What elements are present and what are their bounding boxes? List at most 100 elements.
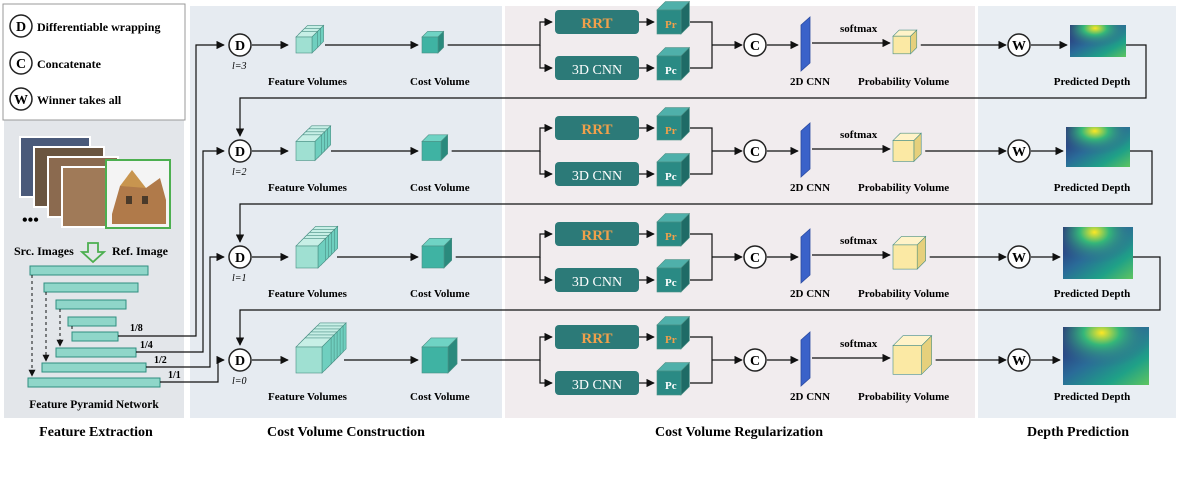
section-labels: Feature Extraction Cost Volume Construct… xyxy=(39,425,1129,440)
softmax-label: softmax xyxy=(840,235,878,247)
ref-image-label: Ref. Image xyxy=(112,244,169,258)
winner-takes-all-node-symbol: W xyxy=(1012,251,1026,266)
merge-upper xyxy=(690,336,713,360)
connector-1-1 xyxy=(160,355,225,383)
legend-d-symbol-circle xyxy=(9,14,33,38)
pc-label: Pc xyxy=(665,380,677,392)
differentiable-wrapping-node-circle xyxy=(228,33,252,57)
concatenate-node-circle xyxy=(743,245,767,269)
concatenate-node-symbol: C xyxy=(750,251,760,266)
ref-image xyxy=(105,159,171,229)
feature-volumes-stack xyxy=(295,322,347,374)
cnn3d-block: 3D CNN xyxy=(555,268,639,292)
feature-volumes-stack xyxy=(295,125,332,162)
rrt-block: RRT xyxy=(555,10,639,34)
cnn3d-box xyxy=(555,56,639,80)
probability-volume-cube xyxy=(892,334,933,376)
branch-split xyxy=(451,123,553,152)
pyramid-level-2 xyxy=(55,299,127,310)
cost-volume-label: Cost Volume xyxy=(410,76,470,88)
probability-volume-cube-front xyxy=(892,244,918,270)
cnn3d-box xyxy=(555,162,639,186)
pyramid-out-1-2 xyxy=(41,362,147,373)
cost-volume-cube-front xyxy=(421,245,445,269)
ref-image-roof xyxy=(120,170,146,188)
pr-cube-front xyxy=(656,324,682,350)
differentiable-wrapping-node: D xyxy=(228,348,252,372)
connector-1-4 xyxy=(136,146,225,353)
probability-volume-label: Probability Volume xyxy=(858,391,949,403)
pr-cube xyxy=(656,212,691,247)
level-label: l=0 xyxy=(232,376,247,387)
cnn2d-shape xyxy=(800,122,811,178)
feedback-line xyxy=(235,150,1153,243)
concatenate-node: C xyxy=(743,245,767,269)
softmax-label: softmax xyxy=(840,23,878,35)
pyramid-level-1 xyxy=(43,282,139,293)
cnn2d-label: 2D CNN xyxy=(790,391,830,403)
branch-split-lower xyxy=(539,360,553,388)
concatenate-node-circle xyxy=(743,33,767,57)
section-label-cost-volume-regularization: Cost Volume Regularization xyxy=(655,425,823,440)
softmax-label: softmax xyxy=(840,129,878,141)
pr-label: Pr xyxy=(665,19,677,31)
pr-cube xyxy=(656,315,691,350)
pc-cube-front xyxy=(656,370,682,396)
pr-cube-front xyxy=(656,9,682,35)
rrt-label: RRT xyxy=(581,331,612,347)
pc-cube xyxy=(656,152,691,187)
winner-takes-all-node: W xyxy=(1007,245,1031,269)
cnn2d-shape xyxy=(800,16,811,72)
differentiable-wrapping-node: D xyxy=(228,245,252,269)
feature-volume-0-front xyxy=(295,141,316,161)
legend-d-symbol: D xyxy=(16,20,26,35)
pyramid-connectors xyxy=(118,40,225,383)
level-label: l=1 xyxy=(232,273,247,284)
legend-w-symbol-circle xyxy=(9,87,33,111)
pyramid-label: Feature Pyramid Network xyxy=(29,399,159,411)
cost-volume-cube xyxy=(421,134,449,162)
cost-volume-cube xyxy=(421,237,453,269)
ref-image-window-1 xyxy=(126,196,132,204)
cnn2d-block xyxy=(800,331,811,387)
cnn3d-block: 3D CNN xyxy=(555,371,639,395)
pc-cube xyxy=(656,361,691,396)
branch-split xyxy=(455,229,553,258)
rrt-box xyxy=(555,222,639,246)
predicted-depth-image xyxy=(1063,227,1133,279)
feature-volume-0-front xyxy=(295,36,313,54)
pr-cube xyxy=(656,106,691,141)
pc-cube-front xyxy=(656,161,682,187)
feature-volumes-label: Feature Volumes xyxy=(268,288,348,300)
connector-1-2 xyxy=(146,252,225,368)
pc-cube-front xyxy=(656,267,682,293)
feature-volumes-label: Feature Volumes xyxy=(268,182,348,194)
concatenate-node-symbol: C xyxy=(750,145,760,160)
probability-volume-cube xyxy=(892,29,918,55)
winner-takes-all-node: W xyxy=(1007,139,1031,163)
differentiable-wrapping-node-circle xyxy=(228,348,252,372)
differentiable-wrapping-node-symbol: D xyxy=(235,145,245,160)
ref-image-building xyxy=(112,178,166,224)
scale-label-1-2: 1/2 xyxy=(154,355,167,366)
probability-volume-cube-front xyxy=(892,35,911,55)
pr-label: Pr xyxy=(665,231,677,243)
feature-volumes-label: Feature Volumes xyxy=(268,76,348,88)
winner-takes-all-node-circle xyxy=(1007,348,1031,372)
pyramid-out-1-4 xyxy=(55,347,137,358)
pr-label: Pr xyxy=(665,334,677,346)
branch-split xyxy=(447,17,553,46)
legend-box xyxy=(2,3,186,121)
cost-volume-cube-front xyxy=(421,346,449,374)
concatenate-node: C xyxy=(743,139,767,163)
cost-volume-cube xyxy=(421,30,445,54)
branch-split-lower xyxy=(539,257,553,285)
differentiable-wrapping-node-symbol: D xyxy=(235,39,245,54)
probability-volume-label: Probability Volume xyxy=(858,76,949,88)
rrt-label: RRT xyxy=(581,16,612,32)
predicted-depth-image xyxy=(1066,127,1130,167)
